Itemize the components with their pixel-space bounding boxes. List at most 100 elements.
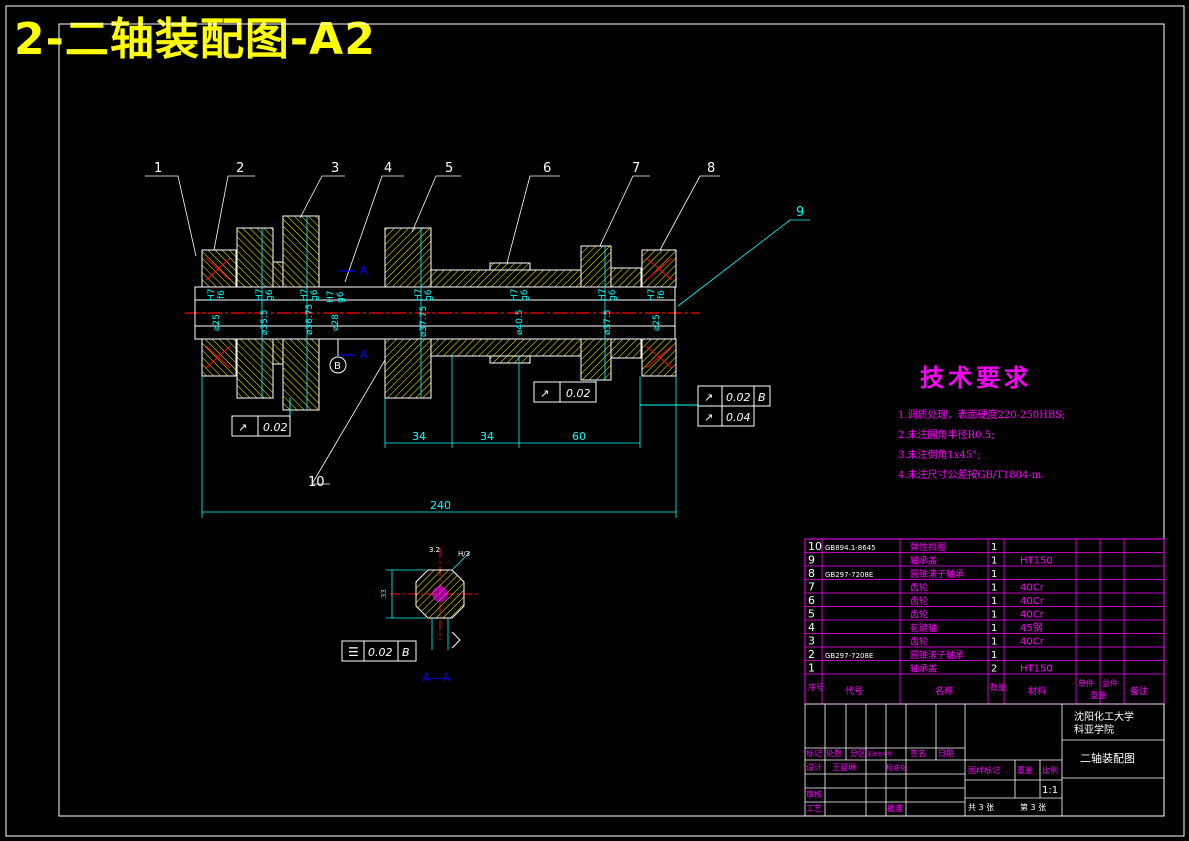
bom-header-material: 材料 <box>1028 685 1046 697</box>
svg-text:0.02: 0.02 <box>368 646 393 659</box>
leader-9 <box>677 219 810 307</box>
balloon-leaders <box>145 175 720 485</box>
svg-text:B: B <box>402 646 410 659</box>
balloon-2: 2 <box>236 161 244 176</box>
bom-header-no: 序号 <box>808 682 824 692</box>
sheet-border <box>5 5 1185 837</box>
fit-4-dia: ⌀28 <box>331 314 341 331</box>
svg-text:H/3: H/3 <box>458 550 470 558</box>
fit-2-dia: ⌀35.5 <box>260 310 270 335</box>
tech-req-item: 4.未注尺寸公差按GB/T1804-m. <box>898 470 1045 481</box>
fit-2-hole: H7 <box>255 289 265 302</box>
balloon-4: 4 <box>384 161 392 176</box>
bom-header-weight: 重量 <box>1090 690 1106 700</box>
bom-no: 10 <box>808 540 822 553</box>
gear-5 <box>384 227 432 399</box>
balloon-10: 10 <box>308 475 325 490</box>
bom-no: 6 <box>808 594 815 607</box>
svg-text:1:1: 1:1 <box>1042 785 1058 796</box>
bom-material: HT150 <box>1020 664 1053 675</box>
svg-text:沈阳化工大学: 沈阳化工大学 <box>1074 710 1134 723</box>
dim-240: 240 <box>430 499 451 512</box>
bom-name: 轴承盖 <box>910 663 937 675</box>
bom-material: 40Cr <box>1020 610 1045 621</box>
fit-3-hole: H7 <box>300 289 310 302</box>
tech-req-item: 1.调质处理，表面硬度220-250HBS; <box>898 410 1066 421</box>
gear-6 <box>430 262 582 364</box>
fit-8-hole: H7 <box>647 289 657 302</box>
section-a-top: A <box>360 264 368 277</box>
svg-text:标记: 标记 <box>806 748 822 758</box>
tolerance-4: ↗ 0.04 <box>697 405 755 427</box>
bom-qty: 1 <box>991 569 997 580</box>
svg-text:标准化: 标准化 <box>886 763 907 772</box>
section-a-bottom: A <box>360 348 368 361</box>
bom-name: 圆锥滚子轴承 <box>910 568 964 580</box>
balloon-6: 6 <box>543 161 551 176</box>
fit-8-dia: ⌀25 <box>652 314 662 331</box>
svg-text:3.2: 3.2 <box>429 546 440 554</box>
bom-material: 40Cr <box>1020 637 1045 648</box>
gear-7 <box>580 245 642 381</box>
bom-name: 花键轴 <box>910 622 937 634</box>
bom-no: 7 <box>808 581 815 594</box>
svg-text:☰: ☰ <box>348 645 359 659</box>
datum-b: B <box>329 339 347 374</box>
svg-text:↗: ↗ <box>238 421 247 434</box>
bom-material: 45钢 <box>1020 621 1043 634</box>
svg-text:签名: 签名 <box>910 748 926 758</box>
balloon-3: 3 <box>331 161 339 176</box>
bom-qty: 1 <box>991 542 997 553</box>
title-block-text: 标记 处数 分区 更改文件号 签名 日期 设计 王曼琳 标准化 审核 工艺 批准… <box>806 710 1135 813</box>
svg-text:处数: 处数 <box>826 748 842 758</box>
bom-header-qty: 数量 <box>990 682 1006 692</box>
dim-60: 60 <box>572 430 586 443</box>
bom-code: GB297-7208E <box>825 652 873 660</box>
bom-no: 9 <box>808 554 815 567</box>
balloon-1: 1 <box>154 161 162 176</box>
tolerance-3: ↗ 0.02 B <box>640 385 771 407</box>
bom-header-total: 总件 <box>1102 678 1118 688</box>
bom-name: 轴承盖 <box>910 555 937 567</box>
tech-requirements-list: 1.调质处理，表面硬度220-250HBS; 2.未注圆角半径R0.5; 3.未… <box>898 406 1065 486</box>
fit-1-shaft: f6 <box>217 290 227 299</box>
section-a-a: 33 3.2 H/3 ☰ 0.02 B A—A <box>341 546 480 685</box>
bom-name: 圆锥滚子轴承 <box>910 649 964 661</box>
balloon-5: 5 <box>445 161 453 176</box>
bom-material: 40Cr <box>1020 583 1045 594</box>
fit-2-shaft: g6 <box>265 289 275 301</box>
fit-5-shaft: g6 <box>424 289 434 301</box>
svg-text:↗: ↗ <box>540 387 549 400</box>
fit-6-dia: ⌀40.5 <box>515 310 525 335</box>
svg-text:B: B <box>334 361 341 372</box>
svg-text:0.04: 0.04 <box>726 411 751 424</box>
svg-text:王曼琳: 王曼琳 <box>832 762 856 772</box>
bom-header-name: 名称 <box>935 685 953 697</box>
fit-7-hole: H7 <box>598 289 608 302</box>
bom-qty: 1 <box>991 650 997 661</box>
bom-qty: 2 <box>991 664 997 675</box>
bom-no: 1 <box>808 662 815 675</box>
balloons: 1 2 3 4 5 6 7 8 9 10 <box>154 161 804 490</box>
bom-no: 4 <box>808 621 815 634</box>
bom-code: GB297-7208E <box>825 571 873 579</box>
bom-qty: 1 <box>991 623 997 634</box>
fit-5-hole: H7 <box>414 289 424 302</box>
balloon-7: 7 <box>632 161 640 176</box>
fit-6-hole: H7 <box>510 289 520 302</box>
svg-text:工艺: 工艺 <box>806 804 822 813</box>
bom-header-note: 备注 <box>1130 685 1148 697</box>
section-label: A—A <box>422 671 451 685</box>
fit-3-shaft: g6 <box>310 289 320 301</box>
bom-material: 40Cr <box>1020 596 1045 607</box>
fit-5-dia: ⌀37.75 <box>419 306 429 337</box>
fit-4-hole: H7 <box>326 291 336 304</box>
svg-text:↗: ↗ <box>704 411 713 424</box>
balloon-9: 9 <box>796 205 804 220</box>
svg-text:审核: 审核 <box>806 789 822 799</box>
bom-name: 齿轮 <box>910 609 928 621</box>
bom-no: 5 <box>808 608 815 621</box>
